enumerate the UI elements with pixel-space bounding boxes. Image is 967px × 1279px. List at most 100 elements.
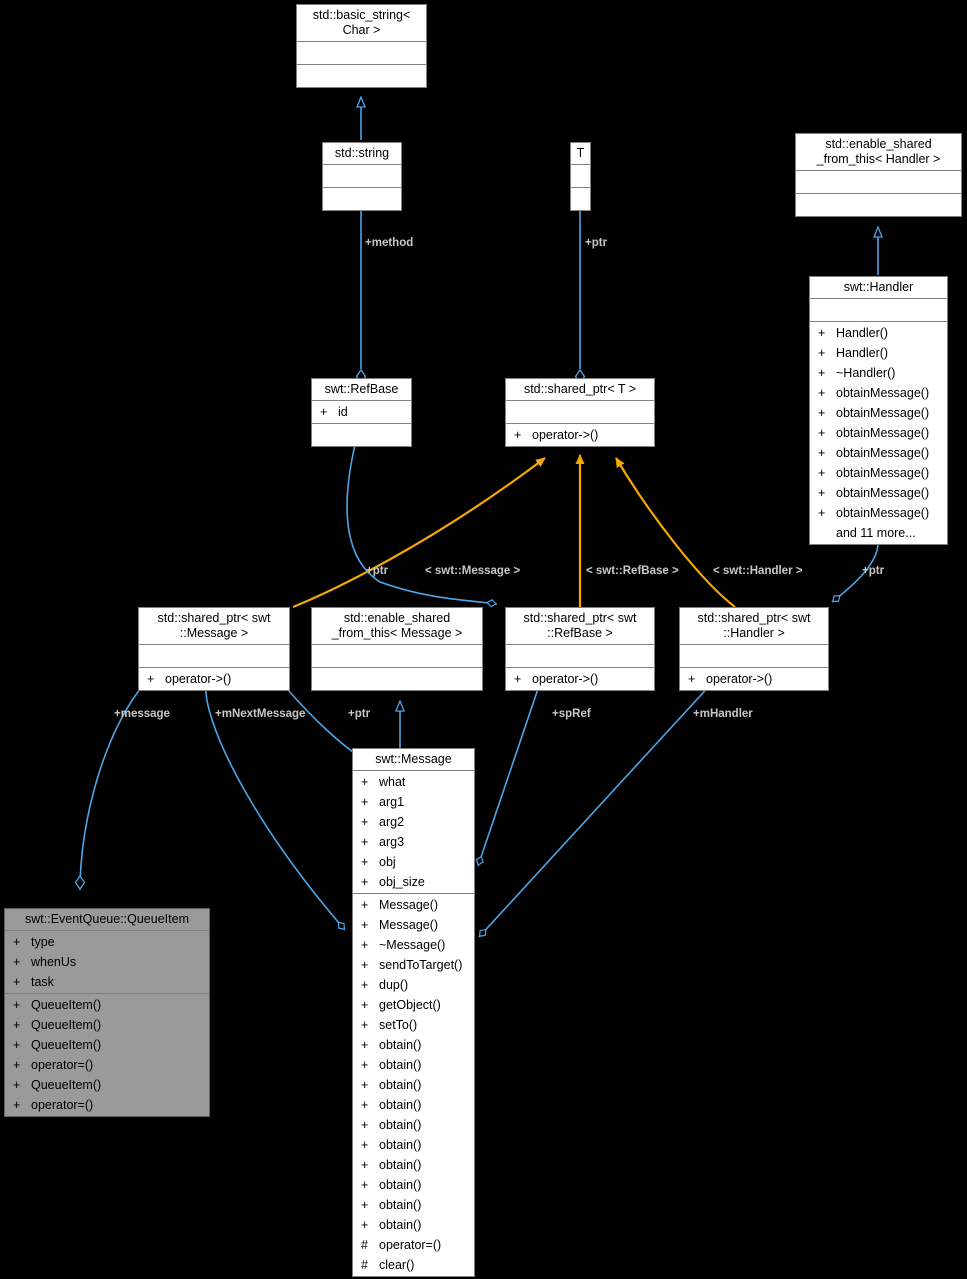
class-member: + obtainMessage() [810, 443, 947, 463]
member-visibility: + [13, 935, 21, 949]
class-title: swt::Message [353, 749, 474, 771]
class-member: +setTo() [353, 1015, 474, 1035]
member-label: what [379, 775, 406, 789]
member-visibility: + [320, 405, 328, 419]
methods-compartment: +operator->() [680, 668, 828, 690]
class-node-enable-shared-from-this-message[interactable]: std::enable_shared _from_this< Message > [311, 607, 483, 691]
class-member: +obtainMessage() [810, 403, 947, 423]
member-visibility: + [147, 672, 155, 686]
class-member: +whenUs [5, 952, 209, 972]
class-node-enable-shared-from-this-handler[interactable]: std::enable_shared _from_this< Handler > [795, 133, 962, 217]
class-title: std::basic_string< Char > [297, 5, 426, 42]
member-visibility: + [818, 326, 826, 340]
member-label: sendToTarget() [379, 958, 463, 972]
member-visibility: + [361, 1058, 369, 1072]
member-visibility: + [361, 1138, 369, 1152]
class-node-swt-eventqueue-queueitem[interactable]: swt::EventQueue::QueueItem +type+whenUs+… [4, 908, 210, 1117]
class-member: +obj [353, 852, 474, 872]
methods-compartment: +operator->() [139, 668, 289, 690]
attributes-compartment [312, 645, 482, 668]
edge-label-method: +method [365, 237, 414, 249]
class-member: + operator->() [506, 669, 654, 689]
edge-message-mhandler [478, 682, 713, 938]
methods-compartment [297, 65, 426, 87]
class-member: +obtain() [353, 1035, 474, 1055]
methods-compartment: + operator->() [506, 668, 654, 690]
member-label: operator->() [532, 672, 599, 686]
class-node-shared-ptr-t[interactable]: std::shared_ptr< T > +operator->() [505, 378, 655, 447]
class-member: +id [312, 402, 411, 422]
class-node-shared-ptr-swt-refbase[interactable]: std::shared_ptr< swt ::RefBase > + operat… [505, 607, 655, 691]
member-visibility: + [361, 1078, 369, 1092]
member-visibility: + [13, 955, 21, 969]
class-member: +~Message() [353, 935, 474, 955]
member-label: ~Handler() [836, 366, 896, 380]
member-visibility: + [818, 506, 826, 520]
member-visibility: + [13, 998, 21, 1012]
class-member: +operator=() [5, 1055, 209, 1075]
class-node-std-string[interactable]: std::string [322, 142, 402, 211]
member-visibility: + [361, 1178, 369, 1192]
member-label: type [31, 935, 55, 949]
class-member: +obtain() [353, 1095, 474, 1115]
class-node-template-param-t[interactable]: T [570, 142, 591, 211]
class-member: +obtainMessage() [810, 463, 947, 483]
attributes-compartment [810, 299, 947, 322]
member-label: obtain() [379, 1118, 422, 1132]
methods-compartment: +Handler()+Handler()+~Handler()+obtainMe… [810, 322, 947, 544]
member-visibility: + [13, 1058, 21, 1072]
member-label: obtainMessage() [836, 426, 930, 440]
member-label: arg2 [379, 815, 405, 829]
edge-message-mnextmessage [205, 682, 346, 931]
member-visibility: + [361, 1098, 369, 1112]
member-label: obtainMessage() [836, 386, 930, 400]
member-label: QueueItem() [31, 1038, 102, 1052]
class-title: std::shared_ptr< T > [506, 379, 654, 401]
class-node-shared-ptr-swt-handler[interactable]: std::shared_ptr< swt ::Handler > +operat… [679, 607, 829, 691]
member-label: dup() [379, 978, 409, 992]
attributes-compartment [796, 171, 961, 194]
member-label: obtain() [379, 1038, 422, 1052]
member-visibility: + [818, 386, 826, 400]
member-label: Message() [379, 918, 439, 932]
class-title: swt::RefBase [312, 379, 411, 401]
edge-label-ptr-refbase: +ptr [366, 565, 389, 577]
member-visibility: + [688, 672, 696, 686]
member-visibility: + [361, 1158, 369, 1172]
class-title: std::shared_ptr< swt ::Message > [139, 608, 289, 645]
edge-label-tmpl-handler: < swt::Handler > [713, 565, 803, 577]
member-label: arg1 [379, 795, 405, 809]
class-title: std::shared_ptr< swt ::RefBase > [506, 608, 654, 645]
attributes-compartment [571, 165, 590, 188]
edge-label-ptr-handler-right: +ptr [862, 565, 885, 577]
member-label: obtainMessage() [836, 506, 930, 520]
member-label: obtainMessage() [836, 486, 930, 500]
class-member: +obtainMessage() [810, 423, 947, 443]
class-node-swt-refbase[interactable]: swt::RefBase +id [311, 378, 412, 447]
class-member: +obtain() [353, 1215, 474, 1235]
member-visibility: + [818, 346, 826, 360]
member-visibility: + [13, 975, 21, 989]
methods-compartment [323, 188, 401, 210]
methods-compartment [312, 668, 482, 690]
attributes-compartment: +id [312, 401, 411, 424]
class-member: +QueueItem() [5, 1035, 209, 1055]
member-label: obtainMessage() [836, 446, 930, 460]
class-member: +dup() [353, 975, 474, 995]
class-member: and 11 more... [810, 523, 947, 543]
class-node-swt-handler[interactable]: swt::Handler +Handler()+Handler()+~Handl… [809, 276, 948, 545]
member-visibility: + [514, 672, 522, 686]
class-node-shared-ptr-swt-message[interactable]: std::shared_ptr< swt ::Message > +operat… [138, 607, 290, 691]
member-visibility: + [361, 938, 369, 952]
methods-compartment [796, 194, 961, 216]
attributes-compartment [139, 645, 289, 668]
member-label: and 11 more... [836, 526, 916, 540]
member-visibility: + [361, 855, 369, 869]
member-label: obtain() [379, 1138, 422, 1152]
attributes-compartment [506, 401, 654, 424]
class-node-swt-message[interactable]: swt::Message +what+arg1+arg2+arg3+obj+ob… [352, 748, 475, 1277]
member-visibility: + [818, 446, 826, 460]
class-node-basic-string[interactable]: std::basic_string< Char > [296, 4, 427, 88]
class-member: + type [5, 932, 209, 952]
member-label: Handler() [836, 326, 889, 340]
